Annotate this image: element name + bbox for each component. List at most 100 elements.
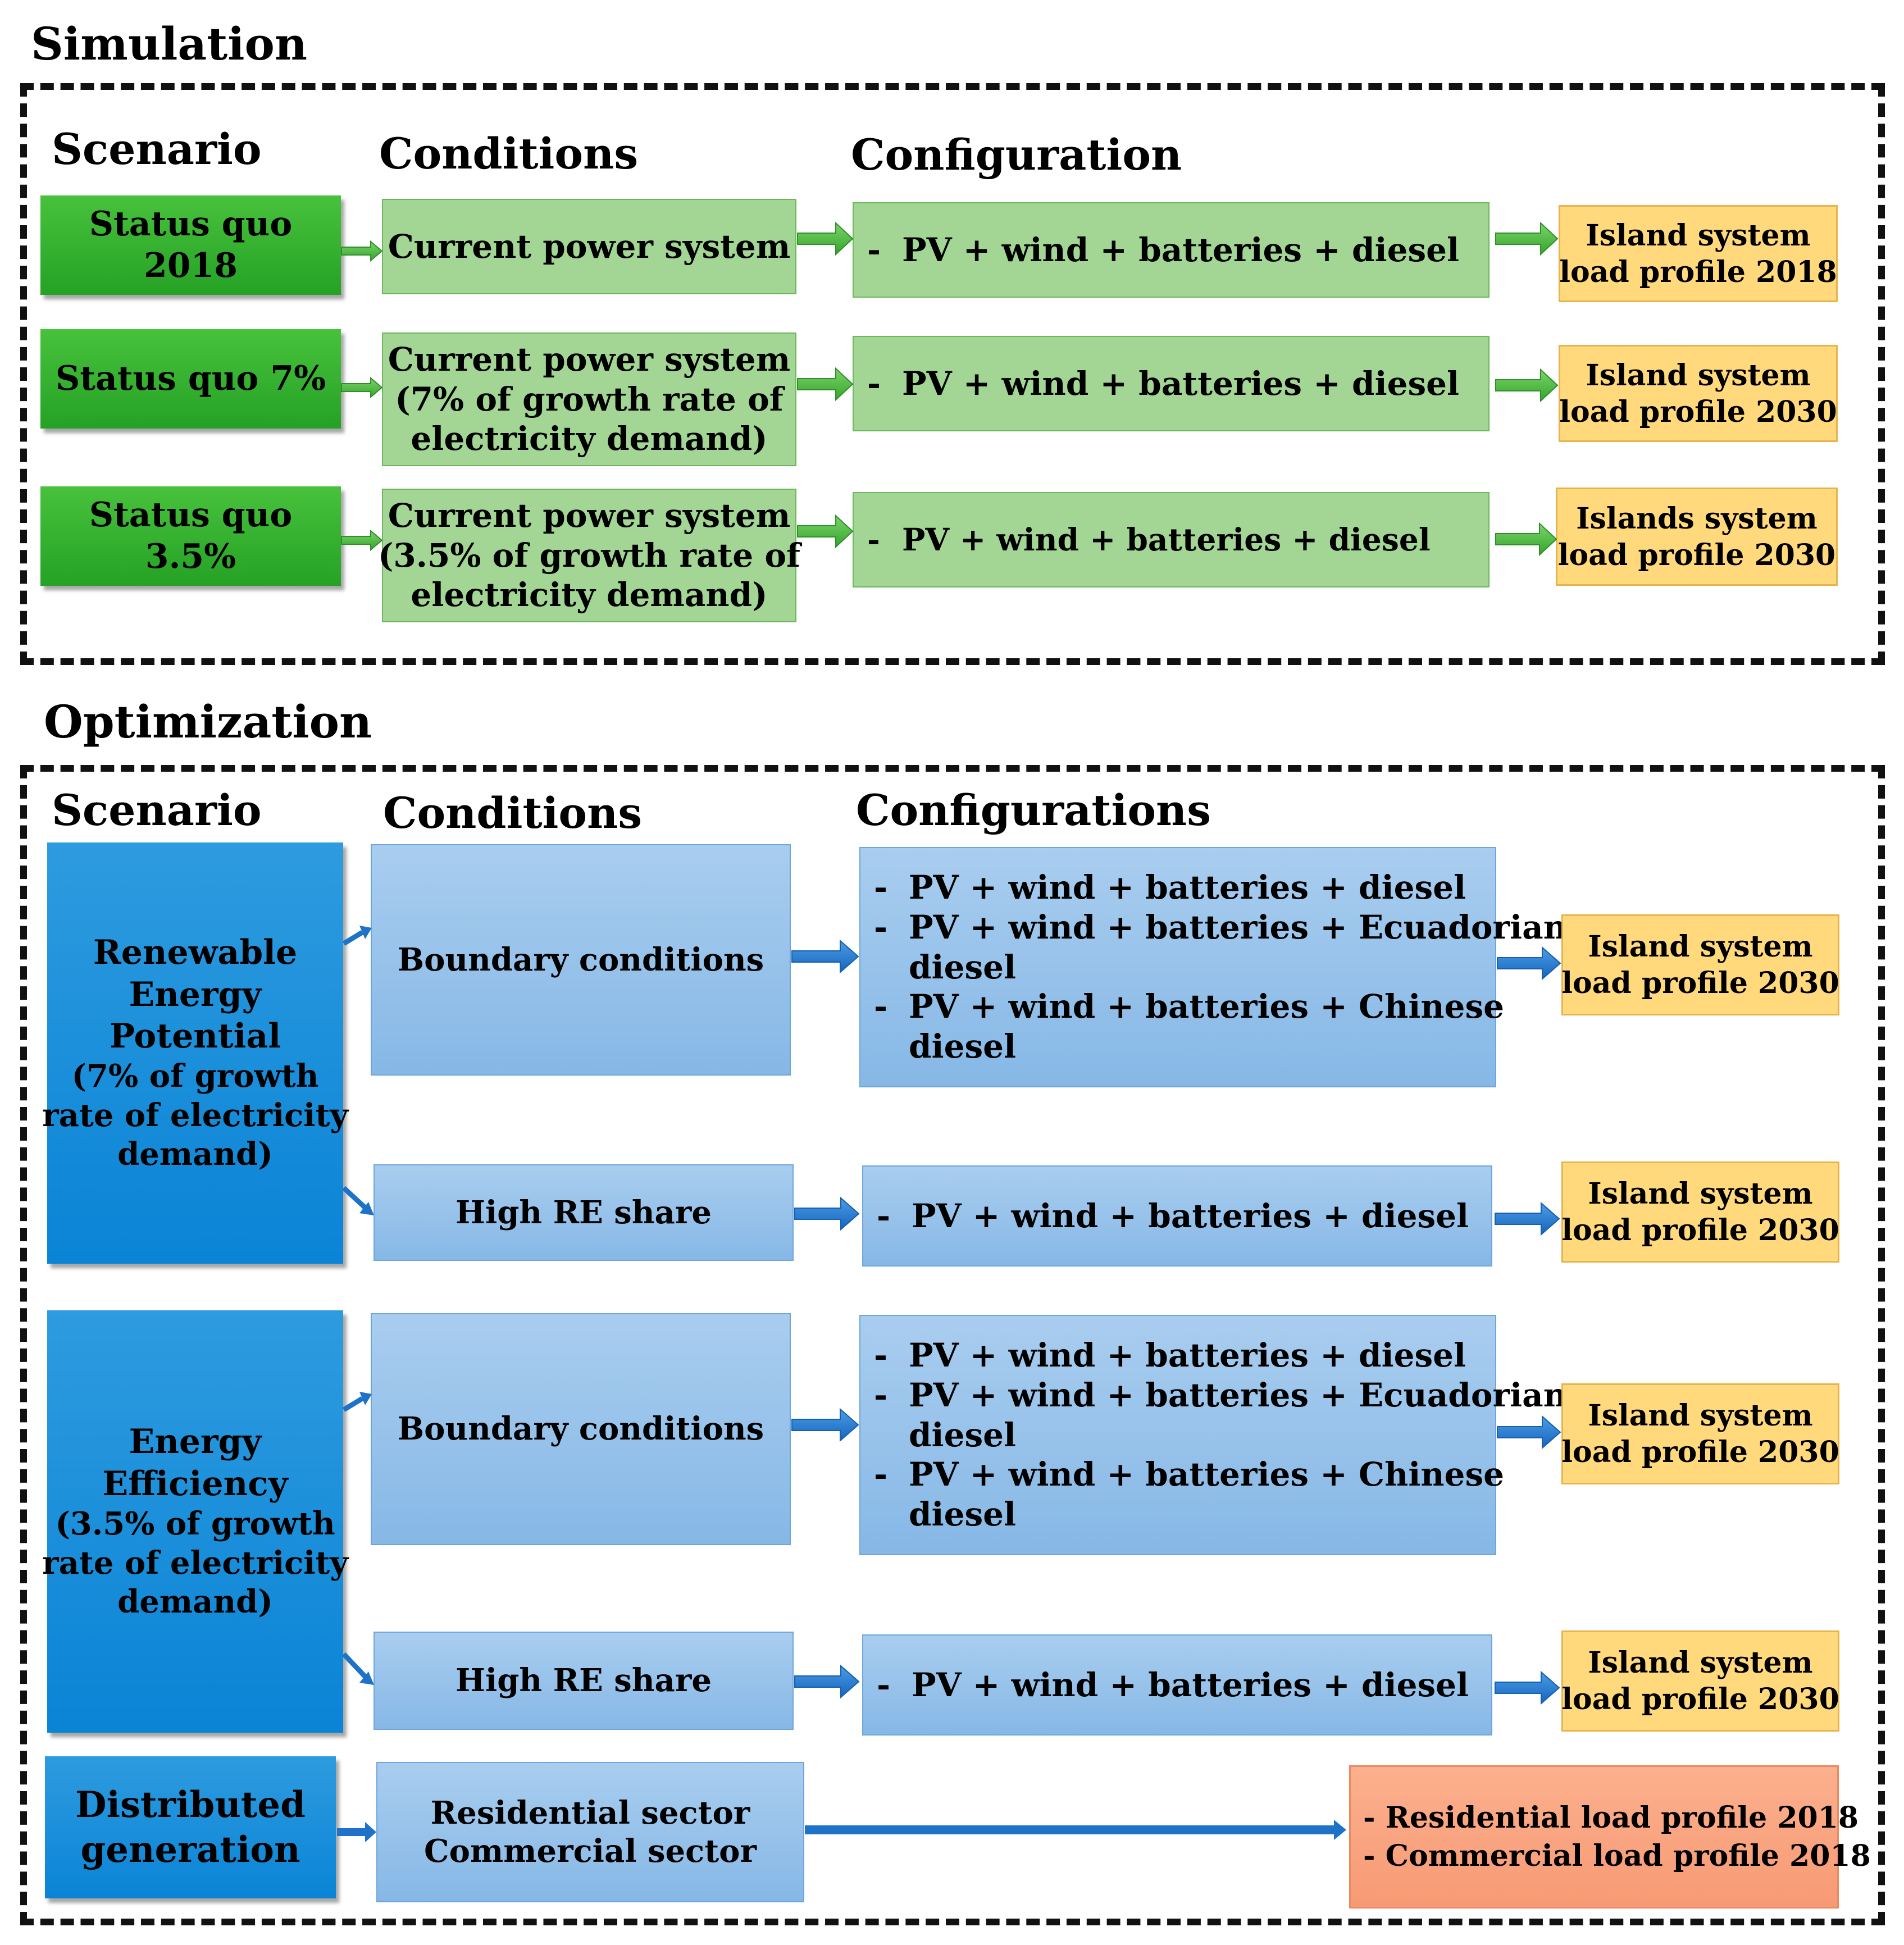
sim-condition-2: Current power system(7% of growth rate o… xyxy=(382,332,796,466)
opt-configuration-boundary-2: -PV + wind + batteries + diesel -PV + wi… xyxy=(859,1315,1567,1555)
sim-configuration-3: -PV + wind + batteries + diesel xyxy=(853,492,1490,587)
scenario-line: Renewable xyxy=(93,933,298,973)
bullet-dash: - xyxy=(874,868,888,907)
bullet-dash: - xyxy=(877,1665,891,1704)
arrow-right-icon xyxy=(797,367,854,402)
opt-configuration-high-re-1: -PV + wind + batteries + diesel xyxy=(862,1165,1492,1267)
load-line: load profile 2030 xyxy=(1559,394,1837,429)
sim-condition-line: electricity demand) xyxy=(411,420,768,458)
arrow-right-icon xyxy=(1497,946,1561,981)
configuration-option-cont: diesel xyxy=(909,948,1017,986)
bullet-dash: - xyxy=(874,908,888,946)
load-line: load profile 2030 xyxy=(1561,1435,1839,1469)
sim-configuration-text: PV + wind + batteries + diesel xyxy=(902,521,1431,558)
load-line: Islands system xyxy=(1576,501,1818,536)
load-line: - Residential load profile 2018 xyxy=(1363,1800,1859,1835)
configuration-option: PV + wind + batteries + diesel xyxy=(912,1196,1469,1235)
opt-scenario-energy-efficiency: Energy Efficiency (3.5% of growth rate o… xyxy=(42,1310,348,1733)
scenario-line: Potential xyxy=(109,1017,281,1056)
scenario-sub-line: demand) xyxy=(117,1583,273,1621)
sim-configuration-header: Configuration xyxy=(851,130,1182,180)
opt-scenario-header: Scenario xyxy=(52,785,262,835)
scenario-sub-line: rate of electricity xyxy=(42,1544,348,1582)
scenario-line: generation xyxy=(80,1828,300,1871)
sim-scenario-status-quo-7: Status quo 7% xyxy=(40,329,341,429)
opt-configuration-header: Configurations xyxy=(856,785,1211,835)
sim-condition-line: (3.5% of growth rate of xyxy=(377,536,801,575)
configuration-option: PV + wind + batteries + Ecuadorian xyxy=(909,1375,1567,1414)
load-line: - Commercial load profile 2018 xyxy=(1363,1838,1871,1873)
opt-load-profile-distributed: - Residential load profile 2018- Commerc… xyxy=(1349,1765,1871,1908)
scenario-line: Distributed xyxy=(75,1784,306,1826)
sim-configuration-text: PV + wind + batteries + diesel xyxy=(902,230,1460,269)
sim-condition-3: Current power system(3.5% of growth rate… xyxy=(378,489,800,622)
bullet-dash: - xyxy=(867,521,880,558)
opt-condition-boundary-2: Boundary conditions xyxy=(371,1313,791,1545)
configuration-option-cont: diesel xyxy=(909,1027,1017,1066)
condition-label: Boundary conditions xyxy=(397,1410,764,1448)
arrow-right-icon xyxy=(797,514,854,549)
load-line: load profile 2030 xyxy=(1561,966,1839,1000)
sim-configuration-2: -PV + wind + batteries + diesel xyxy=(853,336,1490,431)
arrow-right-icon xyxy=(1495,368,1559,403)
arrow-right-icon xyxy=(1495,522,1557,557)
opt-configuration-boundary-1: -PV + wind + batteries + diesel -PV + wi… xyxy=(859,847,1567,1087)
scenario-sub-line: rate of electricity xyxy=(42,1096,348,1134)
load-line: Island system xyxy=(1586,218,1811,253)
sim-condition-1: Current power system xyxy=(382,199,796,294)
sim-scenario-status-quo-2018: Status quo 2018 xyxy=(40,195,341,295)
configuration-option: PV + wind + batteries + diesel xyxy=(909,868,1466,907)
arrow-right-icon xyxy=(337,1822,376,1842)
opt-configuration-high-re-2: -PV + wind + batteries + diesel xyxy=(862,1634,1492,1736)
sim-configuration-text: PV + wind + batteries + diesel xyxy=(902,364,1460,403)
optimization-frame xyxy=(20,765,1885,1925)
condition-label: High RE share xyxy=(455,1662,712,1700)
arrow-right-icon xyxy=(1495,1201,1560,1236)
sim-condition-line: electricity demand) xyxy=(411,576,768,614)
arrow-right-icon xyxy=(341,240,383,262)
bullet-dash: - xyxy=(874,987,888,1026)
scenario-sub-line: (3.5% of growth xyxy=(55,1505,335,1543)
scenario-sub-line: demand) xyxy=(117,1136,273,1173)
arrow-right-icon xyxy=(341,529,383,552)
scenario-sub-line: (7% of growth xyxy=(71,1058,319,1095)
scenario-line: Energy xyxy=(129,1422,262,1462)
load-line: load profile 2030 xyxy=(1561,1213,1839,1247)
load-line: load profile 2030 xyxy=(1561,1682,1839,1716)
sim-configuration-1: -PV + wind + batteries + diesel xyxy=(853,202,1490,298)
sim-scenario-label: Status quo 2018 xyxy=(89,204,293,285)
sim-scenario-header: Scenario xyxy=(52,124,262,174)
configuration-option: PV + wind + batteries + Ecuadorian xyxy=(909,908,1567,946)
load-line: Island system xyxy=(1588,1646,1813,1680)
bullet-dash: - xyxy=(877,1196,891,1235)
opt-condition-high-re-2: High RE share xyxy=(373,1632,794,1730)
load-line: Island system xyxy=(1586,358,1811,393)
arrow-right-icon xyxy=(1495,1670,1560,1705)
arrow-right-icon xyxy=(791,939,859,974)
arrow-head-icon xyxy=(359,1671,374,1685)
arrow-right-icon xyxy=(794,1664,860,1699)
optimization-title: Optimization xyxy=(44,695,372,748)
configuration-option: PV + wind + batteries + Chinese xyxy=(909,1455,1505,1494)
arrow-right-icon xyxy=(797,221,854,256)
sim-scenario-label: Status quo 7% xyxy=(55,358,326,398)
simulation-title: Simulation xyxy=(31,17,308,70)
bullet-dash: - xyxy=(874,1336,888,1375)
bullet-dash: - xyxy=(867,364,881,403)
configuration-option: PV + wind + batteries + Chinese xyxy=(909,987,1505,1026)
bullet-dash: - xyxy=(874,1455,888,1494)
sim-condition-line: Current power system xyxy=(388,496,791,535)
sim-condition-line: (7% of growth rate of xyxy=(395,380,784,418)
opt-scenario-renewable-energy-potential: Renewable Energy Potential (7% of growth… xyxy=(42,842,348,1264)
condition-line: Commercial sector xyxy=(424,1833,757,1870)
sim-condition-line: Current power system xyxy=(388,227,791,266)
configuration-option: PV + wind + batteries + diesel xyxy=(909,1336,1466,1375)
arrow-right-icon xyxy=(341,376,383,399)
